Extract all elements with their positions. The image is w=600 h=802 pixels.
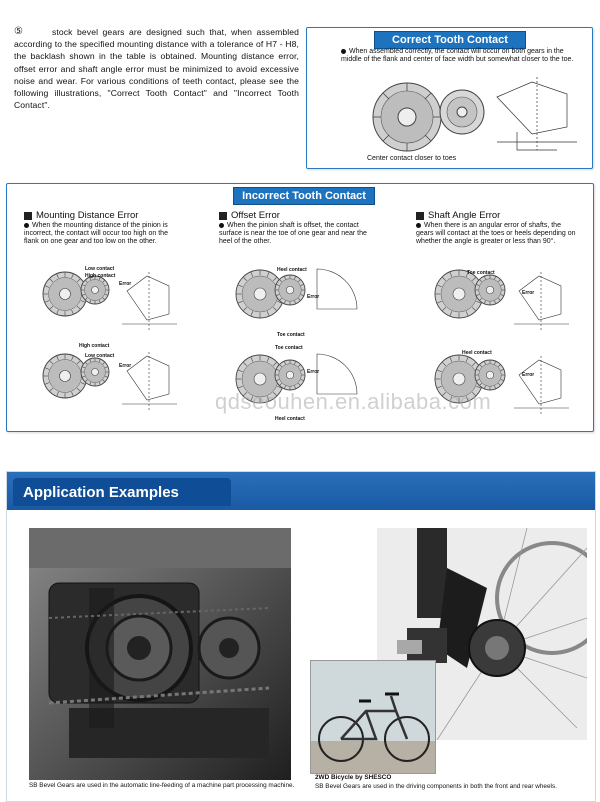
machine-photo xyxy=(29,528,291,780)
gear-label: Error xyxy=(522,290,535,296)
arc-diagram xyxy=(316,268,358,310)
pinion-gear-icon xyxy=(474,274,506,306)
correct-contact-panel: Correct Tooth Contact When assembled cor… xyxy=(306,27,593,169)
gear-label: Error xyxy=(119,281,132,287)
contact-diagram xyxy=(122,272,177,332)
intro-text: stock bevel gears are designed such that… xyxy=(14,27,299,111)
pinion-gear-icon xyxy=(80,357,110,387)
large-gear-icon xyxy=(42,353,88,399)
bicycle-image xyxy=(311,661,435,773)
pinion-gear-icon xyxy=(439,89,485,135)
correct-contact-text: When assembled correctly, the contact wi… xyxy=(341,48,574,64)
gear-label: Toe contact xyxy=(275,345,303,351)
contact-diagram xyxy=(514,356,569,416)
contact-diagram xyxy=(514,272,569,332)
bicycle-hub-image xyxy=(377,528,587,740)
gear-label: High contact xyxy=(85,273,116,279)
bullet-icon xyxy=(24,222,29,228)
mounting-distance-desc: When the mounting distance of the pinion… xyxy=(24,222,168,246)
mounting-distance-heading: Mounting Distance Error xyxy=(24,210,138,221)
contact-diagram xyxy=(496,77,577,151)
machine-caption: SB Bevel Gears are used in the automatic… xyxy=(29,782,295,789)
correct-contact-illustration xyxy=(372,77,577,152)
shaft-angle-desc: When there is an angular error of shafts… xyxy=(416,222,576,246)
large-gear-icon xyxy=(372,82,442,152)
gear-label: Error xyxy=(522,372,535,378)
square-bullet-icon xyxy=(219,211,227,220)
bullet-icon xyxy=(416,222,421,228)
gear-label: Low contact xyxy=(85,266,115,272)
contact-diagram xyxy=(122,352,177,412)
item-number: ⑤ xyxy=(14,26,24,37)
incorrect-contact-panel: Incorrect Tooth Contact Mounting Distanc… xyxy=(6,183,594,432)
gear-label: Error xyxy=(307,294,320,300)
bicycle-photo xyxy=(310,660,436,774)
gear-label: Heel contact xyxy=(462,350,492,356)
gear-label: Heel contact xyxy=(275,416,305,422)
bullet-icon xyxy=(341,48,346,54)
intro-paragraph: ⑤ stock bevel gears are designed such th… xyxy=(14,26,299,111)
gear-label: Toe contact xyxy=(277,332,305,338)
application-header-bar: Application Examples xyxy=(7,472,595,510)
large-gear-icon xyxy=(434,269,484,319)
correct-contact-title: Correct Tooth Contact xyxy=(374,31,526,49)
correct-contact-caption: Center contact closer to toes xyxy=(367,155,457,162)
incorrect-contact-illustrations xyxy=(42,268,569,416)
gear-label: High contact xyxy=(79,343,110,349)
pinion-gear-icon xyxy=(274,359,306,391)
machine-photo-image xyxy=(29,528,291,780)
pinion-gear-icon xyxy=(80,275,110,305)
pinion-gear-icon xyxy=(474,359,506,391)
bicycle-caption-title: 2WD Bicycle by SHESCO xyxy=(315,774,392,781)
offset-error-desc: When the pinion shaft is offset, the con… xyxy=(219,222,367,246)
application-title-tab xyxy=(13,478,231,506)
large-gear-icon xyxy=(235,354,285,404)
square-bullet-icon xyxy=(24,211,32,220)
gear-label: Low contact xyxy=(85,353,115,359)
incorrect-contact-title: Incorrect Tooth Contact xyxy=(233,187,375,205)
large-gear-icon xyxy=(42,271,88,317)
application-examples-section: Application Examples SB Bevel Gears are … xyxy=(6,471,596,802)
gear-label: Heel contact xyxy=(277,267,307,273)
arc-diagram xyxy=(316,353,358,395)
application-title: Application Examples xyxy=(23,484,179,501)
correct-contact-desc: When assembled correctly, the contact wi… xyxy=(341,48,586,65)
bullet-icon xyxy=(219,222,224,228)
large-gear-icon xyxy=(235,269,285,319)
large-gear-icon xyxy=(434,354,484,404)
gear-label: Error xyxy=(307,369,320,375)
square-bullet-icon xyxy=(416,211,424,220)
bicycle-caption: SB Bevel Gears are used in the driving c… xyxy=(315,783,557,790)
shaft-angle-heading: Shaft Angle Error xyxy=(416,210,500,221)
watermark: qdseouhen.en.alibaba.com xyxy=(215,389,492,414)
offset-error-heading: Offset Error xyxy=(219,210,280,221)
gear-label: Toe contact xyxy=(467,270,495,276)
pinion-gear-icon xyxy=(274,274,306,306)
gear-label: Error xyxy=(119,363,132,369)
